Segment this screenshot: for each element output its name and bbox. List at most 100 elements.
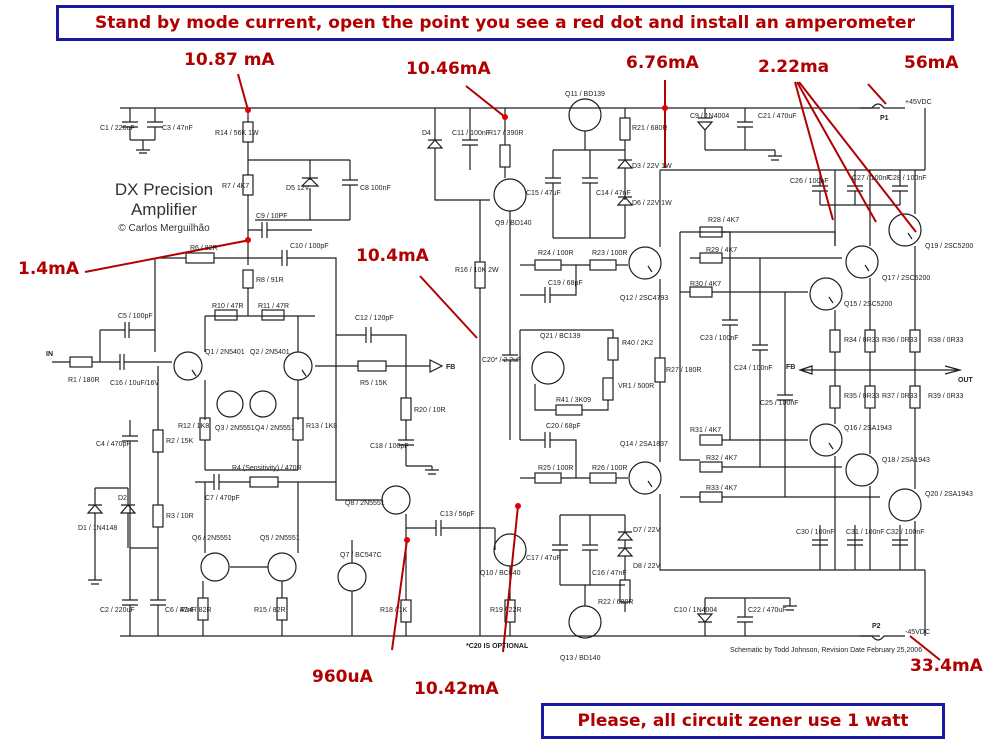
label-r33: R33 / 4K7 bbox=[706, 485, 737, 492]
label-r36: R36 / 0R33 bbox=[882, 337, 918, 344]
current-960ua: 960uA bbox=[312, 667, 373, 687]
current-10-4ma: 10.4mA bbox=[356, 246, 429, 266]
label-c20b: C20 / 68pF bbox=[546, 423, 581, 430]
label-c16: C16 / 10uF/16V bbox=[110, 380, 159, 387]
label-q7: Q7 / BC547C bbox=[340, 552, 382, 559]
amplifier-title: DX Precision Amplifier © Carlos Merguilh… bbox=[84, 180, 244, 234]
current-10-87ma: 10.87 mA bbox=[184, 50, 275, 70]
label-d1: D1 / 1N4148 bbox=[78, 525, 117, 532]
label-r2: R2 / 15K bbox=[166, 438, 194, 445]
label-r13: R13 / 1K8 bbox=[306, 423, 337, 430]
label-c1: C1 / 220uF bbox=[100, 125, 135, 132]
label-r32: R32 / 4K7 bbox=[706, 455, 737, 462]
label-c12: C12 / 120pF bbox=[355, 315, 394, 322]
label-neg-rail: -45VDC bbox=[905, 629, 930, 636]
label-r5: R5 / 15K bbox=[360, 380, 388, 387]
label-d2: D2 bbox=[118, 495, 127, 502]
label-r28: R28 / 4K7 bbox=[708, 217, 739, 224]
label-d7: D7 / 22V bbox=[633, 527, 661, 534]
label-d6: D6 / 22V 1W bbox=[632, 200, 672, 207]
label-r20: R20 / 10R bbox=[414, 407, 446, 414]
label-r35: R35 / 0R33 bbox=[844, 393, 880, 400]
label-c22: C22 / 470uF bbox=[748, 607, 787, 614]
label-q13: Q13 / BD140 bbox=[560, 655, 601, 662]
label-c21: C21 / 470uF bbox=[758, 113, 797, 120]
footnote-optional: *C20 IS OPTIONAL bbox=[466, 643, 529, 650]
label-c31: C31 / 100nF bbox=[846, 529, 885, 536]
label-r25: R25 / 100R bbox=[538, 465, 573, 472]
label-c27: C27 / 100nF bbox=[852, 175, 891, 182]
label-r4: R4 (Sensitivity) / 470R bbox=[232, 465, 302, 472]
label-r15: R15 / 82R bbox=[254, 607, 286, 614]
label-c7: C7 / 470pF bbox=[205, 495, 240, 502]
label-c28: C28 / 100nF bbox=[888, 175, 927, 182]
label-pos-rail: +45VDC bbox=[905, 99, 932, 106]
label-q5: Q5 / 2N5551 bbox=[260, 535, 300, 542]
label-r29: R29 / 4K7 bbox=[706, 247, 737, 254]
zener-note: Please, all circuit zener use 1 watt bbox=[541, 703, 945, 739]
label-q11: Q11 / BD139 bbox=[565, 91, 605, 98]
label-r18: R18 / 1K bbox=[380, 607, 408, 614]
label-r23: R23 / 100R bbox=[592, 250, 627, 257]
label-c3: C3 / 47nF bbox=[162, 125, 193, 132]
label-r16: R16 / 10K 2W bbox=[455, 267, 499, 274]
label-q14: Q14 / 2SA1837 bbox=[620, 441, 668, 448]
label-r12: R12 / 1K8 bbox=[178, 423, 209, 430]
label-r41: R41 / 3K09 bbox=[556, 397, 591, 404]
label-c15: C15 / 47uF bbox=[526, 190, 561, 197]
label-q15: Q15 / 2SC5200 bbox=[844, 301, 892, 308]
label-r21: R21 / 680R bbox=[632, 125, 667, 132]
current-33-4ma: 33.4mA bbox=[910, 656, 983, 676]
current-10-46ma: 10.46mA bbox=[406, 59, 491, 79]
label-d8: D8 / 22V bbox=[633, 563, 661, 570]
label-r39: R39 / 0R33 bbox=[928, 393, 964, 400]
label-q16: Q16 / 2SA1943 bbox=[844, 425, 892, 432]
label-fb-left: FB bbox=[446, 364, 455, 371]
label-c20: C20* / 2.2uF bbox=[482, 357, 521, 364]
label-r7: R7 / 4K7 bbox=[222, 183, 249, 190]
label-c16b: C16 / 47nF bbox=[592, 570, 627, 577]
label-c23: C23 / 100nF bbox=[700, 335, 739, 342]
label-r37: R37 / 0R33 bbox=[882, 393, 918, 400]
label-c4: C4 / 470pF bbox=[96, 441, 131, 448]
label-vr1: VR1 / 500R bbox=[618, 383, 654, 390]
label-r19: R19 / 22R bbox=[490, 607, 522, 614]
label-q18: Q18 / 2SA1943 bbox=[882, 457, 930, 464]
label-q3: Q3 / 2N5551 bbox=[215, 425, 255, 432]
label-c6: C6 / 47nF bbox=[165, 607, 196, 614]
label-c13: C13 / 56pF bbox=[440, 511, 475, 518]
current-56ma: 56mA bbox=[904, 53, 959, 73]
label-fb-right: FB bbox=[786, 364, 795, 371]
label-c9b: C9 / 1N4004 bbox=[690, 113, 729, 120]
label-c14: C14 / 47nF bbox=[596, 190, 631, 197]
label-r22: R22 / 680R bbox=[598, 599, 633, 606]
label-c32: C32 / 100nF bbox=[886, 529, 925, 536]
label-d4: D4 bbox=[422, 130, 431, 137]
label-r38: R38 / 0R33 bbox=[928, 337, 964, 344]
label-q9: Q9 / BD140 bbox=[495, 220, 532, 227]
label-r3: R3 / 10R bbox=[166, 513, 194, 520]
label-r34: R34 / 0R33 bbox=[844, 337, 880, 344]
label-c17: C17 / 47uF bbox=[526, 555, 561, 562]
label-r1: R1 / 180R bbox=[68, 377, 100, 384]
label-r40: R40 / 2K2 bbox=[622, 340, 653, 347]
label-r24: R24 / 100R bbox=[538, 250, 573, 257]
label-q8: Q8 / 2N5551 bbox=[345, 500, 385, 507]
label-c25: C25 / 100nF bbox=[760, 400, 799, 407]
label-c10b: C10 / 1N4004 bbox=[674, 607, 717, 614]
title-line-1: DX Precision bbox=[114, 180, 214, 199]
label-q20: Q20 / 2SA1943 bbox=[925, 491, 973, 498]
current-6-76ma: 6.76mA bbox=[626, 53, 699, 73]
label-in: IN bbox=[46, 351, 53, 358]
label-r10: R10 / 47R bbox=[212, 303, 244, 310]
label-d5: D5 12V bbox=[286, 185, 310, 192]
label-p2: P2 bbox=[872, 623, 881, 630]
label-q4: Q4 / 2N5551 bbox=[255, 425, 295, 432]
label-q2: Q2 / 2N5401 bbox=[250, 349, 290, 356]
label-q10: Q10 / BC640 bbox=[480, 570, 521, 577]
label-q1: Q1 / 2N5401 bbox=[205, 349, 245, 356]
label-c9: C9 / 10PF bbox=[256, 213, 288, 220]
current-2-22ma: 2.22ma bbox=[758, 57, 830, 77]
label-c10: C10 / 100pF bbox=[290, 243, 329, 250]
current-10-42ma: 10.42mA bbox=[414, 679, 499, 699]
